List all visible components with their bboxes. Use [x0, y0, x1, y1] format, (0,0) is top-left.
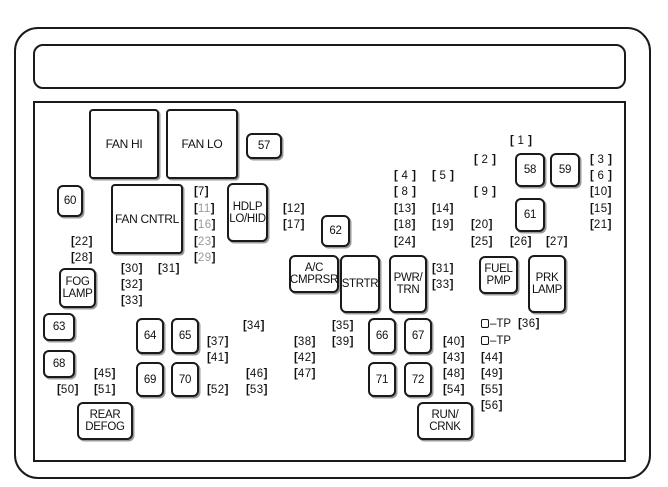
test-point-2: –TP [481, 335, 511, 347]
fuse-31-right: [31] [432, 263, 454, 275]
fuse-35: [35] [332, 320, 354, 332]
fuse-19: [19] [432, 219, 454, 231]
relay-label: FAN LO [181, 137, 223, 151]
fuse-55: [55] [481, 384, 503, 396]
relay-57: 57 [246, 133, 282, 159]
fuse-block-outline [14, 27, 651, 479]
fuse-1: [ 1 ] [510, 135, 532, 147]
fuse-48: [48] [443, 368, 465, 380]
fuse-44: [44] [481, 352, 503, 364]
fuse-5: [ 5 ] [432, 170, 454, 182]
fuse-6: [ 6 ] [590, 170, 612, 182]
relay-rear-defog: REAR DEFOG [77, 402, 133, 440]
fuse-41: [41] [207, 352, 229, 364]
fuse-8: [ 8 ] [394, 186, 416, 198]
fuse-30: [30] [121, 263, 143, 275]
fuse-50: [50] [57, 384, 79, 396]
relay-pwr-trn: PWR/ TRN [389, 255, 427, 313]
fuse-47: [47] [294, 368, 316, 380]
relay-72: 72 [404, 362, 432, 397]
fuse-40: [40] [443, 336, 465, 348]
relay-fan-lo: FAN LO [166, 109, 238, 179]
fuse-45: [45] [94, 368, 116, 380]
label-strip [33, 44, 626, 89]
relay-60: 60 [57, 185, 83, 217]
relay-hdlp-lo-hid: HDLP LO/HID [227, 183, 268, 242]
relay-62: 62 [321, 215, 350, 247]
fuse-18: [18] [394, 219, 416, 231]
fuse-11: [11] [194, 203, 215, 215]
fuse-21: [21] [590, 219, 612, 231]
relay-fog-lamp: FOG LAMP [59, 268, 96, 308]
relay-67: 67 [404, 318, 432, 354]
fuse-23: [23] [194, 236, 216, 248]
fuse-13: [13] [394, 203, 416, 215]
fuse-10: [10] [590, 186, 612, 198]
fuse-9: [ 9 ] [474, 186, 496, 198]
fuse-54: [54] [443, 384, 465, 396]
fuse-3: [ 3 ] [590, 154, 612, 166]
relay-68: 68 [43, 350, 75, 378]
fuse-51: [51] [94, 384, 116, 396]
fuse-24: [24] [394, 236, 416, 248]
relay-64: 64 [136, 318, 164, 354]
relay-71: 71 [368, 362, 396, 397]
fuse-33-left: [33] [121, 295, 143, 307]
fuse-15: [15] [590, 203, 612, 215]
test-point-1: –TP [481, 318, 511, 330]
relay-strtr: STRTR [340, 255, 380, 313]
fuse-7: [7] [194, 186, 209, 198]
test-point-icon [481, 319, 489, 328]
fuse-42: [42] [294, 352, 316, 364]
fuse-53: [53] [246, 384, 268, 396]
relay-ac-cmprsr: A/C CMPRSR [289, 255, 339, 293]
fuse-28: [28] [71, 252, 93, 264]
relay-run-crnk: RUN/ CRNK [417, 402, 473, 440]
relay-fuel-pmp: FUEL PMP [479, 256, 518, 294]
relay-fan-hi: FAN HI [89, 109, 159, 179]
fuse-20: [20] [471, 219, 493, 231]
fuse-37: [37] [207, 336, 229, 348]
fuse-39: [39] [332, 336, 354, 348]
fuse-43: [43] [443, 352, 465, 364]
fuse-38: [38] [294, 336, 316, 348]
fuse-36: [36] [518, 318, 540, 330]
fuse-29: [29] [194, 252, 216, 264]
relay-58: 58 [515, 153, 545, 187]
fuse-34: [34] [243, 320, 265, 332]
relay-61: 61 [515, 198, 545, 232]
relay-69: 69 [136, 362, 164, 397]
fuse-25: [25] [471, 236, 493, 248]
fuse-27: [27] [546, 236, 568, 248]
relay-fan-cntrl: FAN CNTRL [111, 184, 183, 254]
relay-59: 59 [550, 153, 580, 187]
fuse-26: [26] [510, 236, 532, 248]
fuse-52: [52] [207, 384, 229, 396]
fuse-12: [12] [283, 203, 305, 215]
fuse-56: [56] [481, 400, 503, 412]
fuse-33-right: [33] [432, 279, 454, 291]
relay-63: 63 [43, 313, 75, 341]
relay-prk-lamp: PRK LAMP [528, 255, 566, 313]
fuse-31-left: [31] [158, 263, 180, 275]
fuse-46: [46] [246, 368, 268, 380]
fuse-32: [32] [121, 279, 143, 291]
test-point-icon [481, 336, 489, 345]
fuse-16: [16] [194, 219, 216, 231]
fuse-22: [22] [71, 236, 93, 248]
fuse-panel [33, 101, 626, 462]
fuse-14: [14] [432, 203, 454, 215]
relay-70: 70 [171, 362, 199, 397]
relay-66: 66 [368, 318, 396, 354]
fuse-49: [49] [481, 368, 503, 380]
fuse-2: [ 2 ] [474, 154, 496, 166]
fuse-17: [17] [283, 219, 305, 231]
fuse-4: [ 4 ] [394, 170, 416, 182]
relay-label: FAN HI [105, 137, 143, 151]
relay-65: 65 [171, 318, 199, 354]
